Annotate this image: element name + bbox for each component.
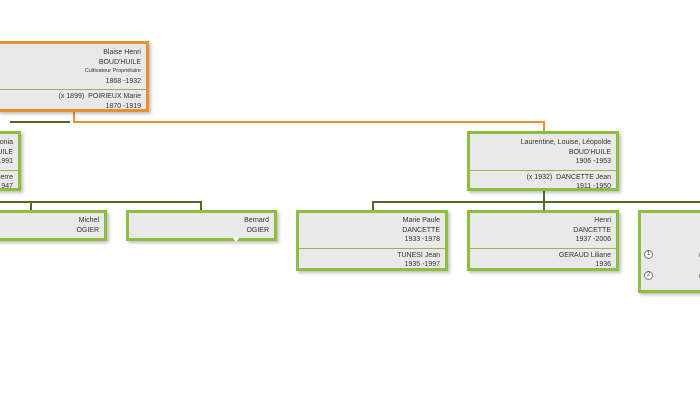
person-dates-fragment: 1991 [0, 158, 13, 165]
spouse-number-1-marker[interactable]: 1 [644, 250, 653, 259]
person-dates: 1933 -1978 [404, 236, 440, 243]
connector-dancette-drop-2 [543, 201, 545, 211]
spouse-separator [0, 89, 146, 90]
person-last-name: OGIER [76, 226, 99, 234]
person-card-henri-dancette[interactable]: Henri DANCETTE 1937 -2006 GERAUD Liliane… [467, 210, 619, 271]
connector-left-child-stub [10, 121, 70, 123]
spouse-name-fragment: ierre [0, 173, 13, 181]
person-card-blaise-henri[interactable]: Blaise Henri BOUD'HUILE Cultivateur Prop… [0, 41, 149, 112]
spouse-dates-fragment: 947 [1, 183, 13, 190]
spouse-separator [470, 247, 616, 249]
person-last-name: OGIER [246, 226, 269, 234]
person-occupation: Cultivateur Propriétaire [84, 68, 141, 74]
connector-dancette-drop-1 [372, 201, 374, 211]
person-card-partial-right[interactable]: 1 (x 2 ( [638, 210, 700, 293]
spouse-name: POIRIEUX Marie [88, 93, 141, 100]
connector-laurentine-drop [543, 121, 545, 133]
connector-root-horizontal [73, 121, 544, 123]
spouse-dates: 1936 [595, 261, 611, 268]
person-last-name: BOUD'HUILE [568, 148, 611, 156]
spouse-name: GERAUD Liliane [558, 251, 611, 259]
person-card-left-child[interactable]: tonia UILE 1991 ierre 947 [0, 131, 21, 191]
spouse-number-2-marker[interactable]: 2 [644, 271, 653, 280]
person-last-name: BOUD'HUILE [98, 58, 141, 66]
spouse-line: (x 1899) POIRIEUX Marie [0, 92, 146, 102]
spouse-separator [470, 169, 616, 171]
marriage-year: (x 1899) [58, 93, 85, 100]
spouse-name: DANCETTE Jean [556, 173, 611, 181]
spouse-dates: 1911 -1950 [576, 183, 611, 190]
person-first-name: Blaise Henri [103, 49, 141, 56]
person-card-laurentine[interactable]: Laurentine, Louise, Léopolde BOUD'HUILE … [467, 131, 619, 191]
spouse-line: (x 1932) DANCETTE Jean [470, 173, 616, 183]
person-first-name: Marie Paule [402, 217, 440, 224]
person-dates: 1937 -2006 [575, 236, 611, 243]
marriage-fragment: (x [696, 251, 700, 261]
person-last-name: DANCETTE [573, 226, 611, 234]
connector-root-down [73, 111, 75, 122]
person-card-michel-ogier[interactable]: Michel OGIER [0, 210, 107, 241]
connector-left-family-horizontal [0, 201, 202, 203]
spouse-separator [0, 169, 18, 171]
connector-left-family-drop-2 [200, 201, 202, 211]
person-last-name: DANCETTE [402, 226, 440, 234]
person-first-name: Henri [594, 217, 611, 224]
person-dates: 1868 -1932 [105, 77, 141, 85]
spouse-dates: 1935 -1997 [404, 261, 440, 268]
marriage-fragment: ( [696, 272, 700, 282]
marriage-year: (x 1932) [526, 173, 553, 181]
person-dates: 1906 -1953 [575, 158, 611, 165]
spouse-separator [299, 247, 445, 249]
person-first-name: Laurentine, Louise, Léopolde [520, 139, 611, 146]
person-first-name: Michel [78, 217, 99, 224]
person-card-marie-paule-dancette[interactable]: Marie Paule DANCETTE 1933 -1978 TUNESI J… [296, 210, 448, 271]
card-notch [233, 238, 239, 242]
connector-laurentine-down [543, 190, 545, 202]
person-last-name-fragment: UILE [0, 148, 13, 156]
spouse-dates: 1870 -1919 [105, 102, 141, 110]
connector-dancette-horizontal [372, 201, 700, 203]
spouse-name: TUNESI Jean [397, 251, 440, 259]
person-card-bernard-ogier[interactable]: Bernard OGIER [126, 210, 277, 242]
person-first-name: Bernard [244, 217, 269, 224]
connector-left-family-drop-1 [30, 201, 32, 211]
person-first-name-fragment: tonia [0, 139, 13, 146]
